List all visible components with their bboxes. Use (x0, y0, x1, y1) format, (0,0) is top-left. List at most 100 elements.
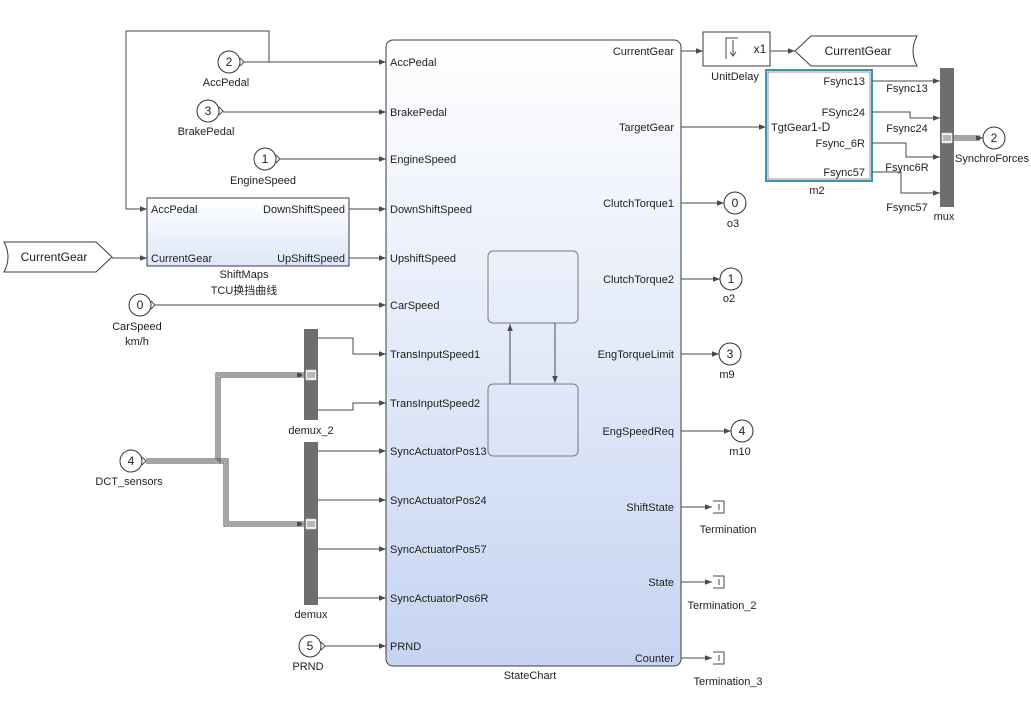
outport-number: 4 (739, 424, 746, 438)
signal-line-fsync57[interactable] (872, 171, 940, 196)
statechart-output-label: TargetGear (619, 122, 674, 134)
statechart-input-label: CarSpeed (390, 300, 440, 312)
inport-dct-sensors[interactable]: 4 (119, 449, 147, 473)
statechart-input-label: SyncActuatorPos57 (390, 544, 487, 556)
outport-synchroforces[interactable]: 2 (982, 126, 1006, 150)
inport-number: 4 (128, 454, 135, 468)
port-arrow-icon (320, 641, 326, 651)
demux-2-block[interactable] (304, 329, 318, 420)
port-arrow-icon (239, 57, 245, 67)
statechart-block[interactable]: AccPedal BrakePedal EngineSpeed DownShif… (385, 39, 682, 667)
demux-block[interactable] (304, 442, 318, 605)
signal-line-fsync24[interactable] (872, 111, 940, 121)
port-arrow-icon (150, 300, 156, 310)
inport-label: PRND (292, 661, 323, 673)
shiftmaps-output-label: UpShiftSpeed (277, 253, 345, 265)
signal-line-fsync6r[interactable] (872, 142, 940, 160)
bus-line-to-demux-2[interactable] (146, 372, 304, 464)
statechart-output-label: ShiftState (626, 502, 674, 514)
unit-delay-block[interactable]: x1 (702, 31, 771, 67)
inport-carspeed[interactable]: 0 (128, 293, 156, 317)
m2-input-label: TgtGear (771, 122, 812, 134)
inport-number: 2 (226, 55, 233, 69)
outport-o2[interactable]: 1 (719, 267, 743, 291)
statechart-input-label: PRND (390, 641, 421, 653)
terminator-label: Termination_3 (693, 676, 762, 688)
terminator-label: Termination (700, 524, 757, 536)
statechart-input-label: DownShiftSpeed (390, 204, 472, 216)
state-box[interactable] (487, 250, 579, 324)
inport-unit: km/h (125, 336, 149, 348)
statechart-input-label: SyncActuatorPos24 (390, 495, 487, 507)
port-arrow-icon (218, 106, 224, 116)
outport-m10[interactable]: 4 (730, 419, 754, 443)
terminator-block[interactable] (713, 651, 725, 665)
shiftmaps-annotation: TCU换挡曲线 (211, 283, 278, 297)
port-arrow-icon (141, 456, 147, 466)
m2-output-label: FSync24 (822, 107, 865, 119)
terminator-block[interactable] (713, 575, 725, 589)
m2-output-label: Fsync57 (823, 167, 865, 179)
inport-number: 3 (205, 104, 212, 118)
from-tag-label: CurrentGear (21, 250, 88, 264)
signal-label: Fsync6R (885, 162, 928, 174)
inport-label: CarSpeed (112, 321, 162, 333)
statechart-input-label: TransInputSpeed2 (390, 398, 480, 410)
mux-block[interactable] (940, 68, 954, 207)
terminator-block[interactable] (713, 500, 725, 514)
outport-o3[interactable]: 0 (723, 191, 747, 215)
goto-tag-label: CurrentGear (825, 44, 892, 58)
mux-name: mux (934, 211, 955, 223)
inport-accpedal[interactable]: 2 (217, 50, 245, 74)
signal-line-transinputspeed2[interactable] (318, 400, 386, 411)
inport-label: EngineSpeed (230, 175, 296, 187)
inport-number: 0 (137, 298, 144, 312)
state-box[interactable] (487, 383, 579, 457)
statechart-input-label: SyncActuatorPos13 (390, 446, 487, 458)
outport-label: o2 (723, 293, 735, 305)
outport-label: m10 (729, 446, 750, 458)
statechart-name: StateChart (504, 670, 557, 682)
goto-tag-currentgear[interactable]: CurrentGear (794, 35, 918, 67)
bus-line-synchroforces[interactable] (954, 135, 983, 141)
signal-line-accpedal-branch[interactable] (125, 30, 270, 212)
inport-number: 5 (307, 639, 314, 653)
statechart-output-label: ClutchTorque2 (603, 274, 674, 286)
terminator-icon (713, 575, 725, 589)
inport-label: BrakePedal (178, 126, 235, 138)
statechart-input-label: UpshiftSpeed (390, 253, 456, 265)
statechart-output-label: State (648, 577, 674, 589)
statechart-input-label: TransInputSpeed1 (390, 349, 480, 361)
demux-2-name: demux_2 (288, 425, 333, 437)
inport-number: 1 (262, 152, 269, 166)
statechart-input-label: AccPedal (390, 57, 436, 69)
shiftmaps-block[interactable]: AccPedal CurrentGear DownShiftSpeed UpSh… (146, 197, 350, 267)
terminator-icon (713, 651, 725, 665)
unit-delay-name: UnitDelay (711, 71, 759, 83)
statechart-output-label: EngSpeedReq (602, 426, 674, 438)
terminator-label: Termination_2 (687, 600, 756, 612)
port-arrow-icon (275, 154, 281, 164)
statechart-input-label: BrakePedal (390, 107, 447, 119)
m2-lookup-block[interactable]: TgtGear 1-D Fsync13 FSync24 Fsync_6R Fsy… (765, 69, 873, 182)
inport-brakepedal[interactable]: 3 (196, 99, 224, 123)
statechart-output-label: Counter (635, 653, 674, 665)
inport-prnd[interactable]: 5 (298, 634, 326, 658)
shiftmaps-name: ShiftMaps (220, 269, 269, 281)
outport-label: SynchroForces (955, 153, 1029, 165)
m2-icon-text: 1-D (811, 120, 831, 134)
outport-label: m9 (719, 369, 734, 381)
outport-number: 3 (727, 347, 734, 361)
outport-number: 1 (728, 272, 735, 286)
delay-step-icon (725, 37, 738, 59)
shiftmaps-input-label: AccPedal (151, 204, 197, 216)
signal-line-transinputspeed1[interactable] (318, 337, 386, 357)
from-tag-currentgear[interactable]: CurrentGear (3, 241, 113, 273)
shiftmaps-input-label: CurrentGear (151, 253, 212, 265)
outport-m9[interactable]: 3 (718, 342, 742, 366)
statechart-output-label: CurrentGear (613, 46, 674, 58)
bus-line-to-demux[interactable] (146, 458, 304, 527)
inport-enginespeed[interactable]: 1 (253, 147, 281, 171)
